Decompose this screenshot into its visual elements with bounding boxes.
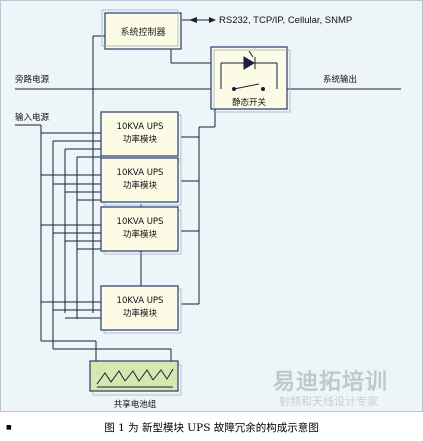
- ups-module-line2: 功率模块: [123, 180, 158, 191]
- system-controller-block: 系统控制器: [101, 9, 182, 50]
- ups-module-2: 10KVA UPS 功率模块: [100, 157, 182, 206]
- connection-lines: [15, 19, 401, 361]
- ups-module-4: 10KVA UPS 功率模块: [100, 285, 182, 334]
- shared-battery-block: 共享电池组: [89, 360, 182, 410]
- battery-label: 共享电池组: [114, 399, 157, 410]
- thyristor-icon: [220, 50, 278, 89]
- battery-cells-icon: [96, 368, 174, 388]
- ups-module-line1: 10KVA UPS: [117, 122, 164, 132]
- diagram-canvas: 系统控制器 RS232, TCP/IP, Cellular, SNMP 旁路电源…: [15, 9, 401, 410]
- switch-contact-icon: [261, 87, 265, 91]
- ups-module-line1: 10KVA UPS: [117, 168, 164, 178]
- diagram-figure: 系统控制器 RS232, TCP/IP, Cellular, SNMP 旁路电源…: [0, 0, 423, 412]
- watermark-logo: 易迪拓培训: [273, 369, 388, 395]
- arrow-left-icon: [189, 17, 197, 23]
- controller-label: 系统控制器: [120, 26, 165, 38]
- switch-blade-icon: [233, 83, 260, 90]
- watermark-subtitle: 射频和天线设计专家: [279, 394, 378, 408]
- ups-module-line2: 功率模块: [123, 308, 158, 319]
- ups-module-line2: 功率模块: [123, 229, 158, 240]
- input-label: 输入电源: [15, 112, 50, 123]
- figure-caption: 图 1 为 新型模块 UPS 故障冗余的构成示意图: [104, 422, 319, 434]
- bypass-label: 旁路电源: [15, 74, 50, 85]
- ups-module-line2: 功率模块: [123, 134, 158, 145]
- ups-module-3: 10KVA UPS 功率模块: [100, 206, 182, 255]
- caption-bullet: ■: [6, 424, 12, 431]
- ups-module-1: 10KVA UPS 功率模块: [100, 111, 182, 160]
- static-switch-block: 静态开关: [210, 46, 291, 113]
- arrow-right-icon: [209, 17, 216, 23]
- protocols-label: RS232, TCP/IP, Cellular, SNMP: [219, 15, 352, 26]
- ups-module-line1: 10KVA UPS: [117, 217, 164, 227]
- ups-module-line1: 10KVA UPS: [117, 296, 164, 306]
- output-label: 系统输出: [323, 74, 357, 85]
- static-switch-label: 静态开关: [232, 97, 267, 108]
